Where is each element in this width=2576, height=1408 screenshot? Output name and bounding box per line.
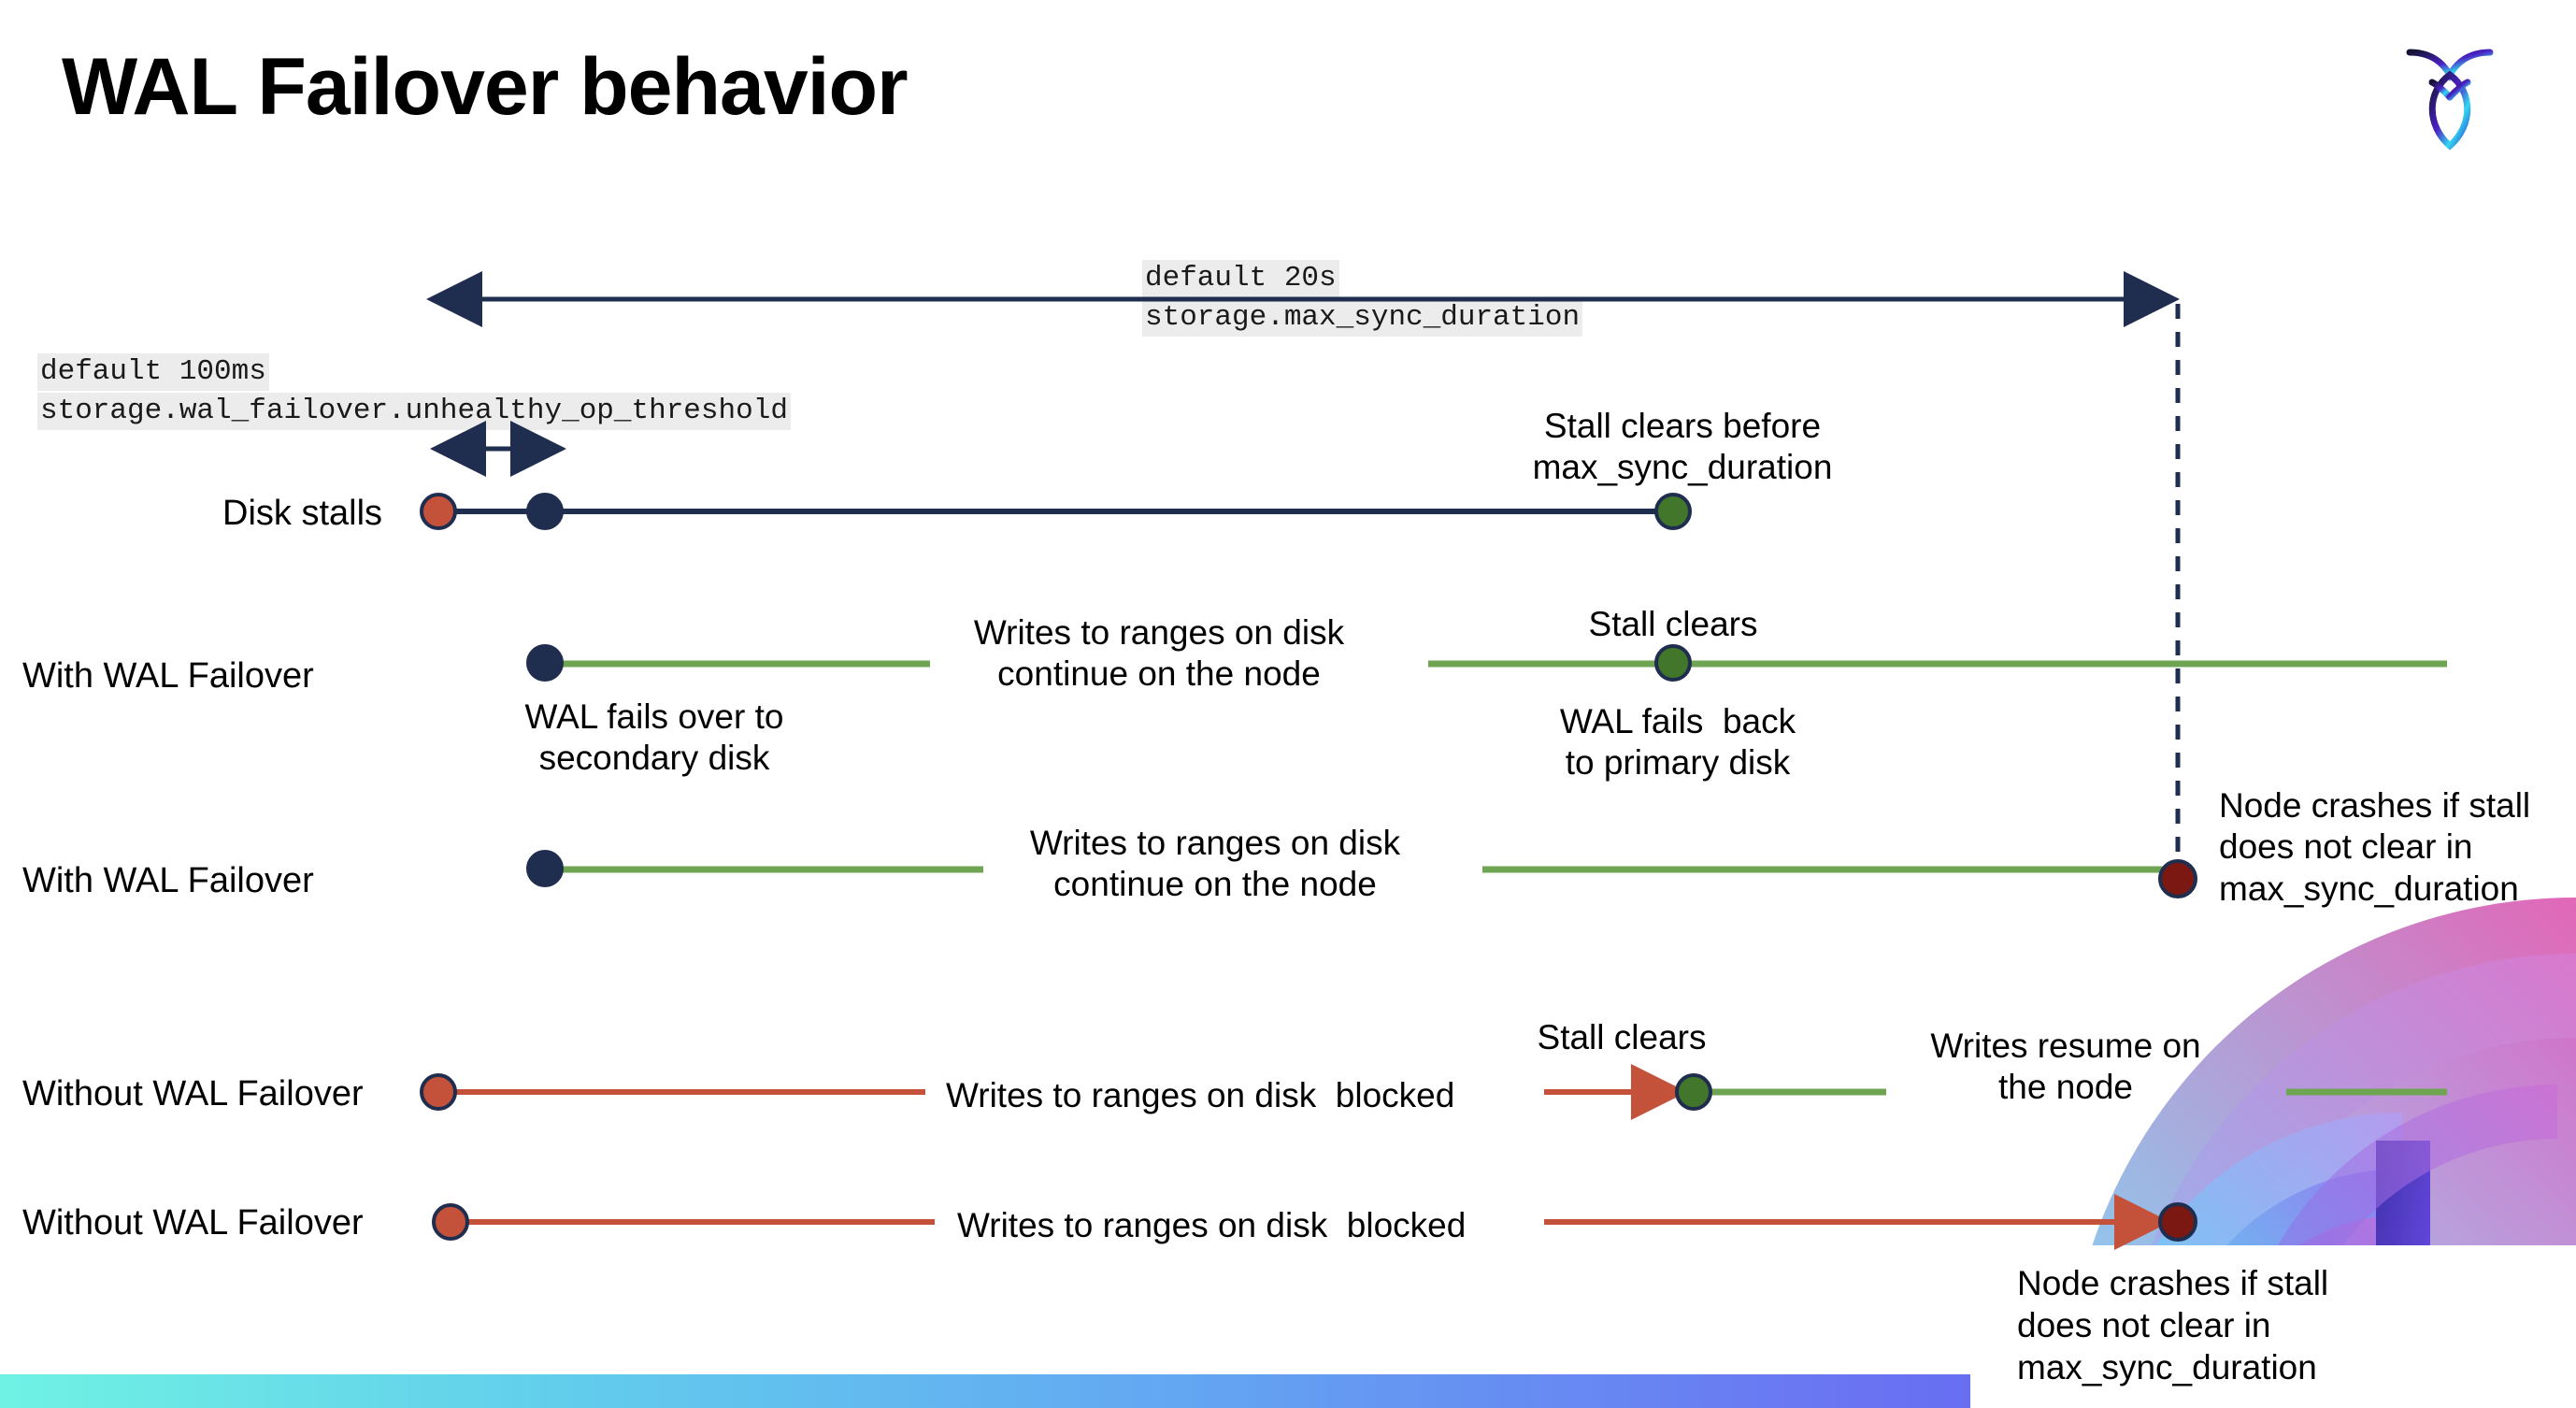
annotation-wal-fails-over: WAL fails over to secondary disk: [524, 697, 784, 778]
annotation-writes-blocked-2: Writes to ranges on disk blocked: [957, 1206, 1467, 1244]
annotation-writes-continue-2: Writes to ranges on disk continue on the…: [1029, 824, 1401, 904]
annotation-wal-fails-back: WAL fails back to primary disk: [1559, 702, 1796, 783]
timeline-row-with-wal-failover-1: [526, 644, 2447, 682]
marker-threshold-dot: [526, 493, 564, 530]
annotation-writes-blocked-1: Writes to ranges on disk blocked: [946, 1076, 1455, 1114]
cockroachdb-logo-icon: [2389, 28, 2511, 159]
marker-stall-clears-dot-1: [1654, 644, 1692, 682]
max-sync-setting-chip: storage.max_sync_duration: [1142, 299, 1583, 337]
marker-node-crash-dot-1: [2158, 859, 2197, 898]
annotation-writes-continue-1: Writes to ranges on disk continue on the…: [973, 613, 1345, 694]
row-label-disk-stalls: Disk stalls: [222, 494, 383, 533]
timeline-row-disk-stalls: [420, 493, 1692, 530]
row-label-with-wal-failover-2: With WAL Failover: [22, 861, 314, 900]
row-label-with-wal-failover-1: With WAL Failover: [22, 656, 314, 696]
page-title: WAL Failover behavior: [62, 42, 909, 132]
callout-box: [1970, 1245, 2576, 1408]
unhealthy-op-setting-chip: storage.wal_failover.unhealthy_op_thresh…: [37, 393, 791, 430]
annotation-node-crashes-row3: Node crashes if stall does not clear in …: [2219, 786, 2531, 908]
marker-wal-failover-dot: [526, 644, 564, 682]
row-label-without-wal-failover-1: Without WAL Failover: [22, 1074, 364, 1113]
row-label-without-wal-failover-2: Without WAL Failover: [22, 1203, 364, 1243]
annotation-stall-clears-2: Stall clears: [1537, 1018, 1707, 1056]
marker-stall-clears-dot-2: [1675, 1073, 1712, 1111]
unhealthy-op-default-chip: default 100ms: [37, 353, 269, 391]
callout-text: Node crashes if stall does not clear in …: [2017, 1264, 2329, 1387]
marker-stall-start-dot-2: [420, 1073, 457, 1111]
marker-stall-start-dot: [420, 493, 457, 530]
annotation-stall-clears-1: Stall clears: [1588, 605, 1758, 643]
max-sync-default-chip: default 20s: [1142, 260, 1339, 297]
marker-stall-start-dot-3: [432, 1203, 469, 1241]
annotation-stall-clears-before-max-sync: Stall clears before max_sync_duration: [1532, 407, 1833, 487]
marker-wal-failover-dot-2: [526, 850, 564, 887]
annotation-writes-resume: Writes resume on the node: [1930, 1027, 2201, 1107]
marker-stall-clear-dot: [1654, 493, 1692, 530]
